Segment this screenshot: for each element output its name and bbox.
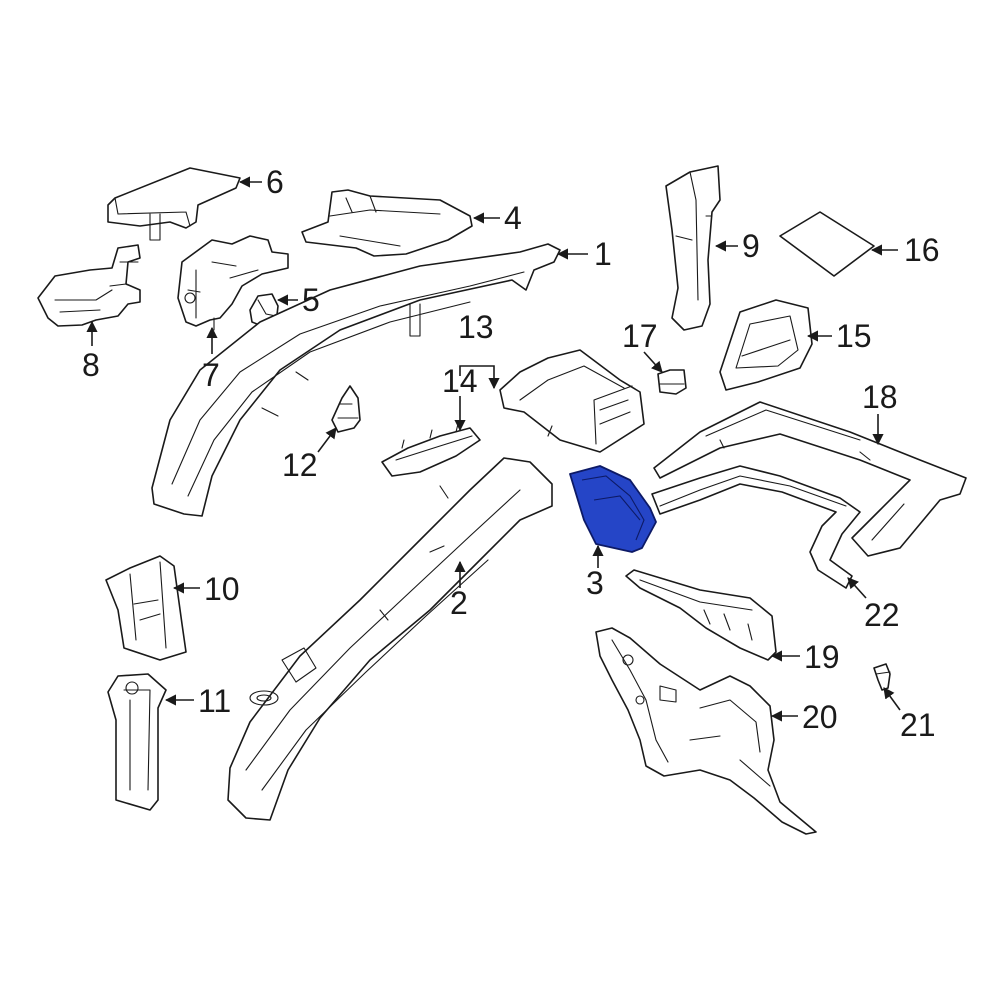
part-10-bracket[interactable] (105, 555, 187, 661)
callout-16: 16 (904, 232, 940, 268)
part-22-seal[interactable] (651, 465, 861, 589)
part-8-bracket[interactable] (37, 244, 141, 327)
callout-1: 1 (594, 236, 612, 272)
callout-7: 7 (202, 357, 220, 393)
leaders (86, 176, 901, 722)
callout-20: 20 (802, 699, 838, 735)
callout-labels: 6 4 1 5 7 8 9 16 15 17 18 12 13 14 2 3 1… (82, 164, 940, 743)
part-14-rail[interactable] (381, 423, 481, 477)
callout-6: 6 (266, 164, 284, 200)
part-3-highlighted[interactable] (569, 465, 657, 553)
callout-14: 14 (442, 363, 478, 399)
callout-5: 5 (302, 282, 320, 318)
callout-9: 9 (742, 228, 760, 264)
part-2-rail[interactable] (227, 457, 553, 821)
callout-15: 15 (836, 318, 872, 354)
callout-3: 3 (586, 565, 604, 601)
part-4-panel[interactable] (301, 189, 473, 257)
part-20-quarter[interactable] (595, 627, 817, 835)
part-11-bracket[interactable] (107, 673, 167, 811)
callout-4: 4 (504, 200, 522, 236)
part-21-clip[interactable] (873, 663, 891, 691)
part-13-duct[interactable] (499, 349, 645, 453)
part-1-rail[interactable] (151, 243, 561, 517)
part-6-panel[interactable] (107, 167, 241, 241)
callout-11: 11 (198, 683, 231, 719)
part-7-bracket[interactable] (177, 235, 289, 331)
callout-21: 21 (900, 707, 936, 743)
callout-13: 13 (458, 309, 494, 345)
callout-17: 17 (622, 318, 658, 354)
part-19-panel[interactable] (625, 569, 777, 661)
callout-22: 22 (864, 597, 900, 633)
callout-10: 10 (204, 571, 240, 607)
callout-2: 2 (450, 585, 468, 621)
part-18-frame[interactable] (653, 401, 967, 557)
part-9-pillar[interactable] (665, 165, 721, 331)
callout-8: 8 (82, 347, 100, 383)
callout-18: 18 (862, 379, 898, 415)
part-16-filter[interactable] (779, 211, 875, 277)
part-17-clip[interactable] (657, 369, 687, 395)
part-12-bracket[interactable] (331, 385, 361, 433)
callout-19: 19 (804, 639, 840, 675)
callout-12: 12 (282, 447, 318, 483)
part-15-vent[interactable] (719, 299, 813, 391)
